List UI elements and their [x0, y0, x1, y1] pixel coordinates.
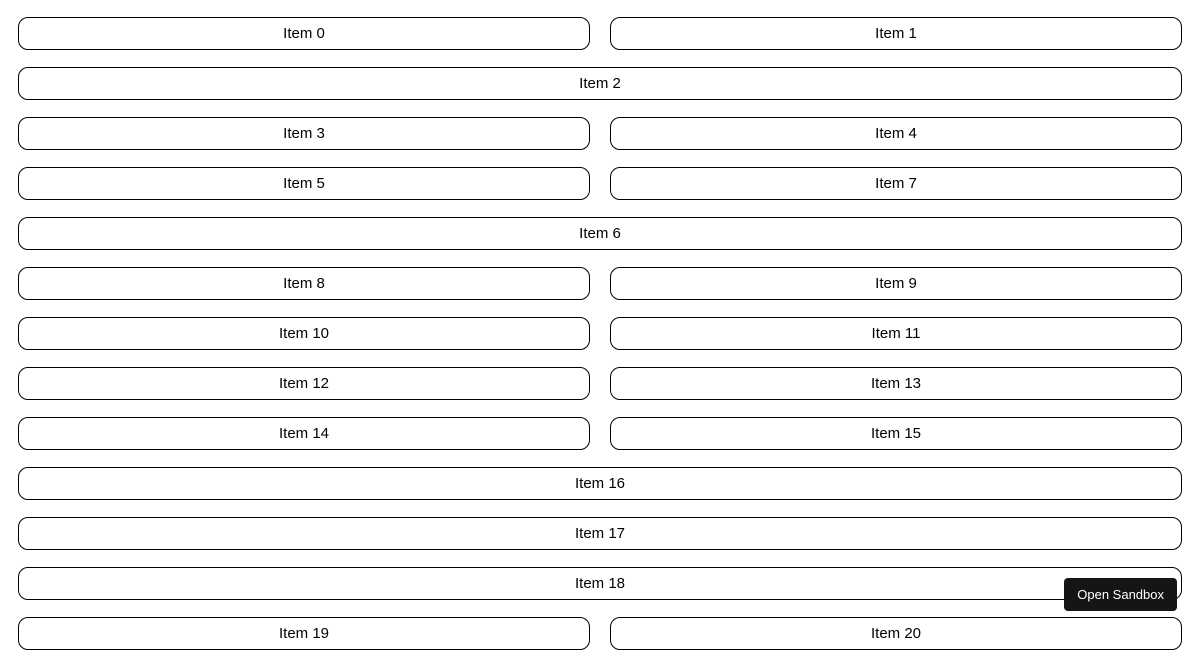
- list-item[interactable]: Item 20: [610, 617, 1182, 650]
- list-item[interactable]: Item 7: [610, 167, 1182, 200]
- item-label: Item 8: [283, 276, 325, 291]
- item-label: Item 16: [575, 476, 625, 491]
- item-label: Item 18: [575, 576, 625, 591]
- list-item[interactable]: Item 8: [18, 267, 590, 300]
- item-label: Item 3: [283, 126, 325, 141]
- list-item[interactable]: Item 12: [18, 367, 590, 400]
- list-item[interactable]: Item 9: [610, 267, 1182, 300]
- list-item[interactable]: Item 4: [610, 117, 1182, 150]
- item-label: Item 15: [871, 426, 921, 441]
- list-item[interactable]: Item 16: [18, 467, 1182, 500]
- item-label: Item 5: [283, 176, 325, 191]
- item-label: Item 7: [875, 176, 917, 191]
- list-item[interactable]: Item 10: [18, 317, 590, 350]
- list-item[interactable]: Item 13: [610, 367, 1182, 400]
- list-item[interactable]: Item 3: [18, 117, 590, 150]
- item-label: Item 12: [279, 376, 329, 391]
- list-item[interactable]: Item 18: [18, 567, 1182, 600]
- list-item[interactable]: Item 17: [18, 517, 1182, 550]
- list-item[interactable]: Item 11: [610, 317, 1182, 350]
- list-item[interactable]: Item 1: [610, 17, 1182, 50]
- list-item[interactable]: Item 15: [610, 417, 1182, 450]
- list-item[interactable]: Item 5: [18, 167, 590, 200]
- list-item[interactable]: Item 2: [18, 67, 1182, 100]
- list-item[interactable]: Item 0: [18, 17, 590, 50]
- item-label: Item 0: [283, 26, 325, 41]
- item-label: Item 11: [872, 326, 921, 341]
- item-label: Item 2: [579, 76, 621, 91]
- item-label: Item 9: [875, 276, 917, 291]
- item-label: Item 10: [279, 326, 329, 341]
- list-item[interactable]: Item 19: [18, 617, 590, 650]
- list-item[interactable]: Item 14: [18, 417, 590, 450]
- item-label: Item 20: [871, 626, 921, 641]
- item-label: Item 17: [575, 526, 625, 541]
- item-label: Item 14: [279, 426, 329, 441]
- item-label: Item 4: [875, 126, 917, 141]
- item-label: Item 19: [279, 626, 329, 641]
- open-sandbox-button[interactable]: Open Sandbox: [1064, 578, 1177, 611]
- item-label: Item 13: [871, 376, 921, 391]
- item-label: Item 6: [579, 226, 621, 241]
- item-label: Item 1: [875, 26, 917, 41]
- list-item[interactable]: Item 6: [18, 217, 1182, 250]
